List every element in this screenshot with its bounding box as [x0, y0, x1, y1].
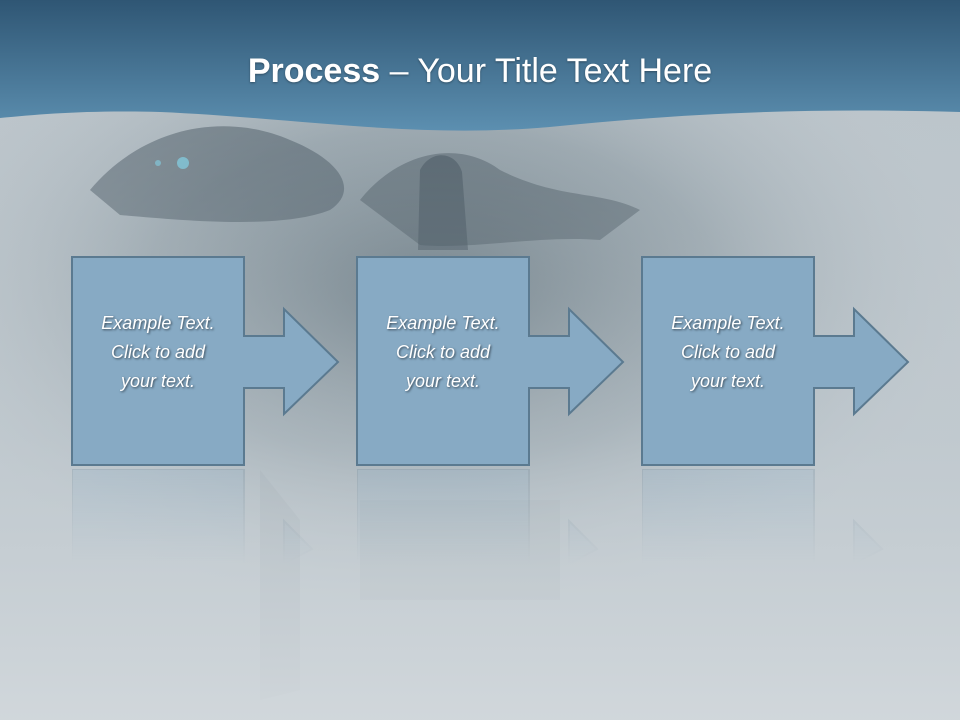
step-2-reflection: [357, 469, 627, 564]
step-3-text[interactable]: Example Text. Click to add your text.: [642, 309, 814, 396]
step-1-line-3: your text.: [120, 371, 196, 391]
step-2-line-2: Click to add: [395, 342, 491, 362]
process-step-3[interactable]: Example Text. Click to add your text.: [641, 256, 912, 467]
step-1-line-2: Click to add: [110, 342, 206, 362]
step-3-line-1: Example Text.: [671, 313, 785, 333]
step-3-reflection: [642, 469, 912, 564]
step-1-reflection: [72, 469, 342, 564]
step-2-shape: [356, 256, 625, 466]
step-3-line-3: your text.: [690, 371, 766, 391]
title-rest: – Your Title Text Here: [380, 52, 713, 90]
step-2-line-3: your text.: [405, 371, 481, 391]
step-2-line-1: Example Text.: [386, 313, 500, 333]
process-step-2[interactable]: Example Text. Click to add your text.: [356, 256, 627, 467]
step-3-shape: [641, 256, 910, 466]
step-1-text[interactable]: Example Text. Click to add your text.: [72, 309, 244, 396]
process-step-1[interactable]: Example Text. Click to add your text.: [71, 256, 342, 467]
step-1-shape: [71, 256, 340, 466]
step-1-line-1: Example Text.: [101, 313, 215, 333]
title-bold: Process: [247, 52, 381, 90]
step-2-text[interactable]: Example Text. Click to add your text.: [357, 309, 529, 396]
slide-title[interactable]: Process – Your Title Text Here: [0, 52, 960, 91]
step-3-line-2: Click to add: [680, 342, 776, 362]
